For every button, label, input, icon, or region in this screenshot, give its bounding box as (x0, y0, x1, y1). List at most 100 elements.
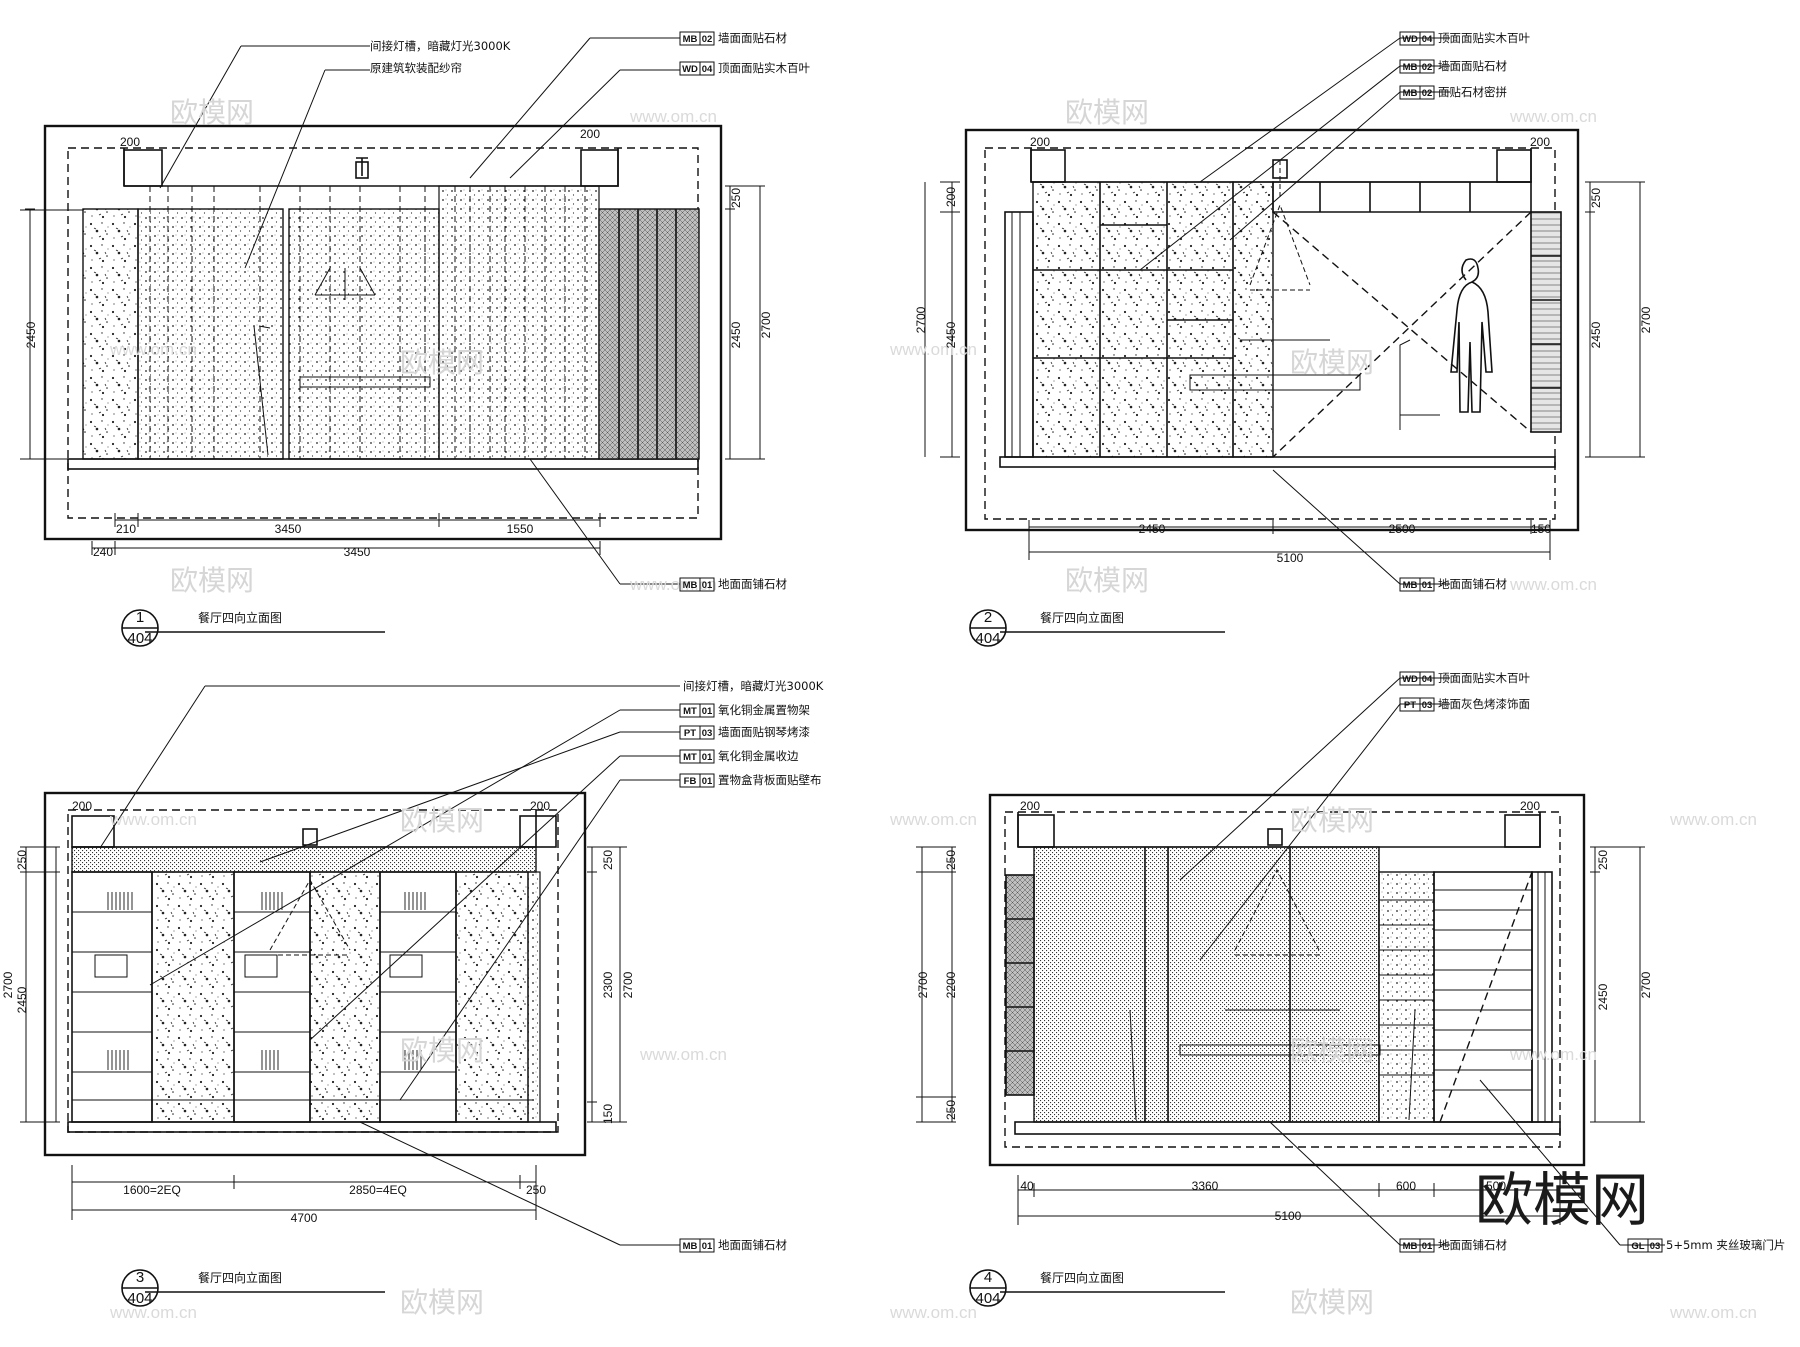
material-code-number: 04 (702, 64, 713, 75)
material-code: MB (683, 1241, 698, 1252)
watermark-url: www.om.cn (1509, 575, 1597, 594)
dimension-label: 2700 (621, 971, 635, 998)
sheet-number: 404 (975, 630, 1000, 647)
watermark-url: www.om.cn (629, 107, 717, 126)
material-note: 地面面铺石材 (1438, 1238, 1507, 1252)
material-code: GL (1631, 1241, 1644, 1252)
structure-outline (43, 124, 723, 541)
material-note: 间接灯槽，暗藏灯光3000K (370, 39, 511, 53)
sheet-number: 404 (127, 1290, 152, 1307)
material-code: FB (684, 776, 697, 787)
material-note: 墙面面贴钢琴烤漆 (718, 725, 810, 739)
dimension-label: 2200 (944, 971, 958, 998)
painted-wall-panel (1033, 846, 1380, 1123)
material-code-number: 01 (702, 580, 713, 591)
elevation-4 (916, 677, 1665, 1307)
material-code-number: 04 (1422, 674, 1433, 685)
dimension-label: 200 (120, 135, 140, 149)
material-note: 顶面面贴实木百叶 (718, 61, 810, 75)
material-note: 顶面面贴实木百叶 (1438, 31, 1530, 45)
material-code-number: 03 (702, 728, 713, 739)
material-code: MB (683, 34, 698, 45)
material-code-tag: MB 02 (679, 31, 715, 46)
dimension-label: 200 (1530, 135, 1550, 149)
material-code: MB (1403, 580, 1418, 591)
material-code-number: 03 (1422, 700, 1433, 711)
watermark-brand: 欧模网 (1065, 96, 1149, 129)
dimension-label: 500 (1486, 1179, 1506, 1193)
material-code-tag: MT 01 (679, 703, 715, 718)
dimension-label: 150 (1531, 522, 1551, 536)
dimension-label: 2700 (1639, 306, 1653, 333)
dimension-label: 2300 (601, 971, 615, 998)
material-code: MT (683, 706, 697, 717)
material-code-number: 01 (702, 706, 713, 717)
material-code-number: 02 (1422, 88, 1433, 99)
material-note: 间接灯槽，暗藏灯光3000K (683, 679, 824, 693)
stone-wall-panel (82, 208, 139, 460)
material-note: 置物盒背板面贴壁布 (718, 773, 822, 787)
watermark-url: www.om.cn (109, 1303, 197, 1322)
shelf (1005, 874, 1035, 1096)
material-code: MT (683, 752, 697, 763)
stone-wall-panel (151, 871, 235, 1123)
watermark-url: www.om.cn (1509, 1045, 1597, 1064)
dimension-label: 250 (526, 1183, 546, 1197)
material-code: PT (684, 728, 696, 739)
elevation-number: 3 (136, 1269, 144, 1286)
elevation-3 (20, 685, 680, 1307)
dimension-label: 2700 (1639, 971, 1653, 998)
material-code: MB (1403, 1241, 1418, 1252)
elevation-1 (20, 37, 765, 647)
elevation-caption: 餐厅四向立面图 (198, 1270, 282, 1285)
material-code-number: 02 (702, 34, 713, 45)
shelf (379, 871, 457, 1123)
material-code: MB (1403, 62, 1418, 73)
dimension-label: 1600=2EQ (123, 1183, 181, 1197)
dimension-label: 250 (15, 850, 29, 870)
elevation-caption: 餐厅四向立面图 (198, 610, 282, 625)
watermark-brand: 欧模网 (1065, 564, 1149, 597)
material-note: 墙面面贴石材 (1438, 59, 1507, 73)
watermark-url: www.om.cn (889, 1303, 977, 1322)
material-code-number: 01 (702, 752, 713, 763)
dimension-label: 2450 (24, 321, 38, 348)
elevation-caption: 餐厅四向立面图 (1040, 1270, 1124, 1285)
watermark-brand: 欧模网 (170, 564, 254, 597)
watermark-brand: 欧模网 (1290, 804, 1374, 837)
watermark-brand: 欧模网 (400, 1286, 484, 1319)
material-note: 墙面灰色烤漆饰面 (1438, 697, 1530, 711)
sheet-number: 404 (127, 630, 152, 647)
watermark-url: www.om.cn (639, 1045, 727, 1064)
dimension-label: 5100 (1277, 551, 1304, 565)
dimension-label: 3360 (1192, 1179, 1219, 1193)
material-code-number: 02 (1422, 62, 1433, 73)
elevation-number: 4 (984, 1269, 992, 1286)
material-code-tag: PT 03 (679, 725, 715, 740)
material-note: 墙面面贴石材 (718, 31, 787, 45)
watermark-layer: 欧模网欧模网欧模网欧模网欧模网欧模网欧模网欧模网欧模网欧模网欧模网欧模网www.… (109, 96, 1757, 1322)
dimension-label: 210 (116, 522, 136, 536)
dimension-label: 5100 (1275, 1209, 1302, 1223)
dimension-label: 3450 (275, 522, 302, 536)
dimension-label: 200 (1520, 799, 1540, 813)
dimension-label: 2450 (1589, 321, 1603, 348)
human-figure (1450, 258, 1493, 413)
dimension-label: 1550 (507, 522, 534, 536)
dimension-label: 150 (601, 1104, 615, 1124)
watermark-brand: 欧模网 (170, 96, 254, 129)
dimension-label: 240 (93, 545, 113, 559)
dimension-label: 250 (1589, 188, 1603, 208)
material-code-number: 01 (1422, 1241, 1433, 1252)
material-note: 面贴石材密拼 (1438, 85, 1507, 99)
